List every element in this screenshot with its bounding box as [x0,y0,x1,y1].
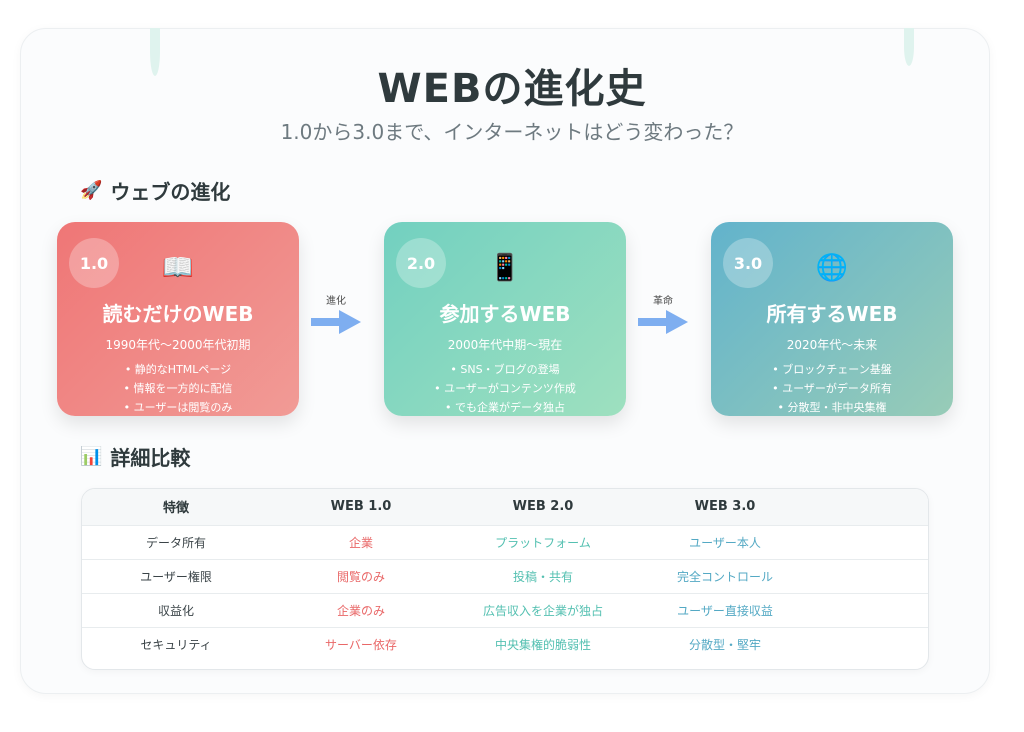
section-title-compare: 📊 詳細比較 [80,442,190,471]
card-point: • 情報を一方的に配信 [123,382,233,395]
arrow-revolution: 革命 [635,292,691,335]
right-arrow-icon [638,310,688,334]
row-feature: セキュリティ [140,637,212,652]
card-period: 2020年代〜未来 [786,338,878,352]
version-badge: 1.0 [69,238,119,288]
right-arrow-icon [311,310,361,334]
table-row: データ所有 企業 プラットフォーム ユーザー本人 [82,525,928,559]
section-title-evolution: 🚀 ウェブの進化 [80,176,230,205]
card-point: • 分散型・非中央集権 [777,401,887,414]
card-point: • ユーザーは閲覧のみ [123,401,233,414]
card-point: • 静的なHTMLページ [124,363,232,376]
cell-web1: 企業のみ [336,603,385,618]
row-feature: 収益化 [157,603,194,618]
cell-web1: 企業 [348,535,373,550]
card-points: • ブロックチェーン基盤 • ユーザーがデータ所有 • 分散型・非中央集権 [711,360,953,417]
table-row: セキュリティ サーバー依存 中央集権的脆弱性 分散型・堅牢 [82,627,928,661]
row-feature: データ所有 [145,535,206,550]
arrow-label: 進化 [326,296,346,307]
cell-web2: 中央集権的脆弱性 [494,637,591,652]
arrow-evolution: 進化 [308,292,364,335]
version-badge: 2.0 [396,238,446,288]
cell-web3: ユーザー本人 [689,535,761,550]
table-row: ユーザー権限 閲覧のみ 投稿・共有 完全コントロール [82,559,928,593]
card-point: • SNS・ブログの登場 [450,363,560,376]
card-period: 1990年代〜2000年代初期 [105,338,251,352]
cell-web2: 投稿・共有 [512,569,573,584]
cell-web3: 完全コントロール [676,569,773,584]
version-badge: 3.0 [723,238,773,288]
card-web-2: 2.0 📱 参加するWEB 2000年代中期〜現在 • SNS・ブログの登場 •… [384,222,626,416]
cell-web1: サーバー依存 [325,637,397,652]
column-header: WEB 2.0 [512,499,574,515]
card-period: 2000年代中期〜現在 [447,338,563,352]
row-feature: ユーザー権限 [140,569,212,584]
table-header-row: 特徴 WEB 1.0 WEB 2.0 WEB 3.0 [82,489,928,525]
column-header: WEB 3.0 [694,499,756,515]
globe-icon: 🌐 [815,253,849,283]
column-header: 特徴 [162,501,189,517]
card-points: • SNS・ブログの登場 • ユーザーがコンテンツ作成 • でも企業がデータ独占 [384,360,626,417]
card-point: • ユーザーがデータ所有 [772,382,892,395]
cell-web2: 広告収入を企業が独占 [482,603,603,618]
rocket-icon: 🚀 [80,180,103,201]
decorative-drip [904,28,914,66]
card-web-3: 3.0 🌐 所有するWEB 2020年代〜未来 • ブロックチェーン基盤 • ユ… [711,222,953,416]
book-icon: 📖 [161,253,195,283]
cell-web3: ユーザー直接収益 [677,603,773,618]
card-title: 読むだけのWEB [102,302,254,326]
page-subtitle: 1.0から3.0まで、インターネットはどう変わった？ [280,120,744,144]
section-label: ウェブの進化 [110,180,231,204]
card-web-1: 1.0 📖 読むだけのWEB 1990年代〜2000年代初期 • 静的なHTML… [57,222,299,416]
card-point: • でも企業がデータ独占 [445,401,565,414]
section-label: 詳細比較 [110,446,191,470]
table-row: 収益化 企業のみ 広告収入を企業が独占 ユーザー直接収益 [82,593,928,627]
page-title: WEBの進化史 [377,66,647,112]
cell-web3: 分散型・堅牢 [688,637,761,652]
decorative-drip [150,28,160,76]
cell-web1: 閲覧のみ [336,569,385,584]
card-title: 参加するWEB [439,302,571,326]
card-title: 所有するWEB [766,302,898,326]
card-points: • 静的なHTMLページ • 情報を一方的に配信 • ユーザーは閲覧のみ [57,360,299,417]
bar-chart-icon: 📊 [80,446,103,467]
arrow-label: 革命 [653,296,673,307]
card-point: • ユーザーがコンテンツ作成 [434,382,576,395]
column-spacer [816,489,928,525]
cell-web2: プラットフォーム [495,535,591,550]
card-point: • ブロックチェーン基盤 [772,363,892,376]
column-header: WEB 1.0 [330,499,392,515]
smartphone-icon: 📱 [488,253,522,283]
comparison-table: 特徴 WEB 1.0 WEB 2.0 WEB 3.0 データ所有 企業 プラット… [81,488,929,670]
